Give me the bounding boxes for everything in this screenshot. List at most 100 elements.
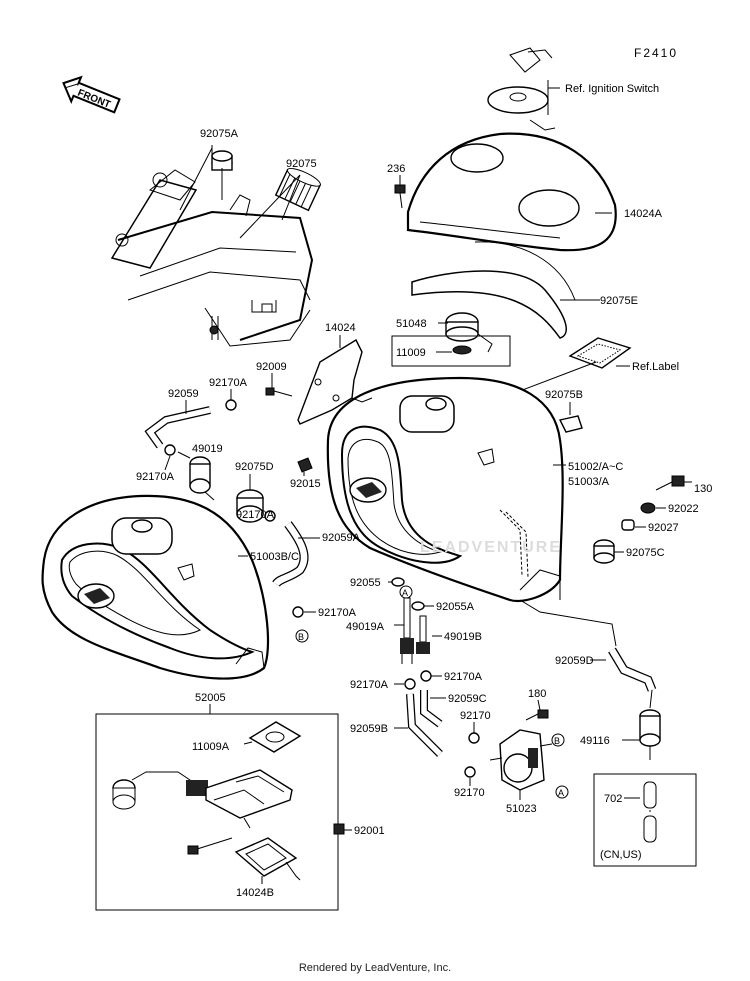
label-52005: 52005 (195, 692, 226, 704)
collar-92027-icon (621, 519, 635, 531)
hose-92059D (609, 648, 656, 692)
ref-circle-B-1 (295, 629, 309, 643)
label-92059: 92059 (168, 388, 199, 400)
screw-icon (187, 837, 233, 855)
label-92059D: 92059D (555, 655, 594, 667)
clamp-92170A-2 (164, 444, 176, 456)
label-92170A-3: 92170A (236, 509, 275, 521)
label-92075E: 92075E (600, 295, 638, 307)
label-49019: 49019 (192, 443, 223, 455)
oring-92055A-icon (411, 601, 425, 611)
label-49116: 49116 (580, 735, 610, 747)
tank-cover-14024A (406, 132, 617, 252)
label-11009A: 11009A (192, 741, 230, 753)
oring-92055-icon (391, 577, 405, 587)
label-236: 236 (387, 163, 405, 175)
clamp-92170A-6 (404, 678, 416, 690)
hose-92059B (407, 693, 442, 756)
label-92055: 92055 (350, 577, 381, 589)
petcock-49019B-icon (416, 615, 430, 654)
clamp-92170A-4 (292, 606, 304, 618)
gasket-11009A-icon (248, 721, 302, 753)
fuel-tank-51003BC (41, 494, 270, 680)
clamp-92170A-1 (225, 399, 237, 411)
label-92015: 92015 (290, 478, 321, 490)
label-92022: 92022 (668, 503, 699, 515)
clamp-92170A-5 (420, 670, 432, 682)
fuel-level-sender-icon (112, 769, 293, 829)
bracket-14024-icon (297, 339, 373, 425)
rubber-92075C-icon (593, 539, 615, 564)
label-92059B: 92059B (350, 723, 388, 735)
label-51003BC: 51003B/C (250, 551, 299, 563)
label-92170A-4: 92170A (318, 607, 357, 619)
frame-illustration (110, 150, 322, 347)
bolt-236-icon (394, 184, 406, 209)
label-92001: 92001 (354, 825, 385, 837)
front-arrow-icon: FRONT (62, 75, 121, 114)
label-cnus: (CN,US) (600, 849, 642, 861)
label-92075A: 92075A (200, 128, 239, 140)
label-14024A: 14024A (624, 208, 663, 220)
label-92075: 92075 (286, 158, 317, 170)
label-92055A: 92055A (436, 601, 475, 613)
bolt-92001-icon (333, 823, 345, 835)
fuel-filter-49116-icon (639, 689, 661, 760)
bolt-130-icon (655, 475, 685, 491)
label-14024B: 14024B (236, 887, 274, 899)
label-51003: 51003/A (568, 476, 610, 488)
label-92027: 92027 (648, 522, 679, 534)
label-92170-2: 92170 (454, 787, 485, 799)
ref-circle-B-2 (551, 733, 565, 747)
label-92170-1: 92170 (460, 710, 491, 722)
bolt-180-icon (525, 709, 549, 721)
cap-bracket (391, 335, 511, 367)
diagram-code: F2410 (634, 46, 678, 60)
ref-label-plate (568, 337, 632, 369)
footer-credit: Rendered by LeadVenture, Inc. (298, 962, 452, 974)
label-92075C: 92075C (626, 547, 665, 559)
label-49019B: 49019B (444, 631, 482, 643)
label-92170A-6: 92170A (350, 679, 389, 691)
label-92170A-2: 92170A (136, 471, 175, 483)
label-14024: 14024 (325, 322, 356, 334)
ignition-switch-icon (487, 47, 556, 131)
label-92059C: 92059C (448, 693, 487, 705)
label-49019A: 49019A (346, 621, 385, 633)
label-130: 130 (694, 483, 712, 495)
label-702: 702 (604, 793, 622, 805)
label-circle-A-2: A (558, 788, 564, 798)
gasket-92075E (411, 270, 567, 339)
label-ref-label: Ref.Label (632, 361, 679, 373)
label-92075B: 92075B (545, 389, 583, 401)
bolt-92009-icon (265, 387, 293, 397)
label-92059A: 92059A (322, 532, 361, 544)
clamp-92170-2 (464, 766, 476, 778)
rubber-92075B-icon (558, 415, 583, 433)
rubber-92075D-icon (236, 489, 264, 523)
fuel-filter-49019-icon (177, 451, 215, 501)
label-51048: 51048 (396, 318, 427, 330)
washer-92022-icon (640, 502, 656, 514)
label-92075D: 92075D (235, 461, 274, 473)
label-circle-B-2: B (554, 736, 560, 746)
watermark: LEADVENTURE (420, 539, 562, 556)
assembly-52005-box (95, 713, 339, 911)
clip-92015-icon (297, 457, 313, 473)
label-92170A-1: 92170A (209, 377, 248, 389)
fuel-cap-51048-icon (445, 312, 493, 355)
label-51023: 51023 (506, 803, 537, 815)
hose-92059A (273, 522, 308, 587)
label-92170A-5: 92170A (444, 671, 483, 683)
label-circle-A-1: A (402, 588, 408, 598)
label-180: 180 (528, 688, 546, 700)
label-92009: 92009 (256, 361, 287, 373)
clamp-92170A-3 (264, 510, 276, 522)
fuel-tank-51002 (326, 376, 564, 603)
clamp-92170-1 (468, 732, 480, 744)
label-51002: 51002/A~C (568, 461, 623, 473)
label-11009: 11009 (396, 347, 426, 359)
ref-circle-A-2 (555, 785, 569, 799)
hose-702-icon (643, 781, 657, 843)
